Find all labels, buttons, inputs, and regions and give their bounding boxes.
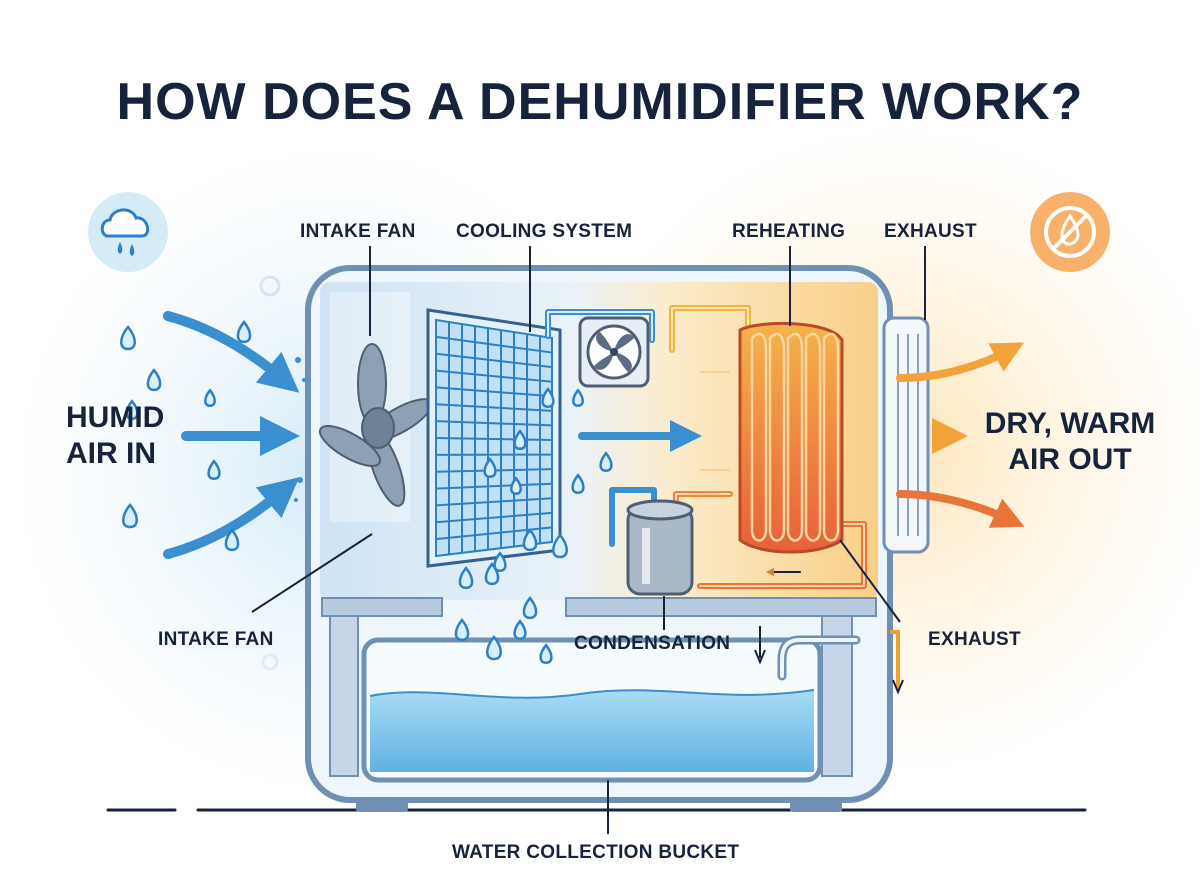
label-reheating: REHEATING (732, 221, 846, 242)
label-cooling-system: COOLING SYSTEM (456, 221, 633, 242)
airflow-arrows (163, 311, 1025, 559)
page-title: HOW DOES A DEHUMIDIFIER WORK? (116, 73, 1084, 131)
water-drop (493, 551, 507, 573)
water-drop (486, 635, 502, 661)
water-drop (572, 388, 584, 407)
label-water-collection-bucket: WATER COLLECTION BUCKET (452, 842, 740, 863)
water-drop (522, 596, 538, 620)
water-drop (541, 387, 555, 409)
water-drop (513, 619, 527, 641)
label-condensation: CONDENSATION (574, 633, 731, 654)
water-drop (120, 325, 136, 351)
label-exhaust-top: EXHAUST (884, 221, 977, 242)
leader-lines (251, 246, 926, 834)
humid-air-in-line1: HUMID (66, 401, 165, 434)
water-drop (122, 503, 138, 529)
water-drop (552, 533, 568, 559)
reheating-coil (738, 322, 844, 554)
water-drop (236, 320, 252, 344)
label-intake-fan-bottom: INTAKE FAN (158, 629, 274, 650)
cooling-coil (426, 308, 562, 568)
cloud-rain-icon (88, 192, 168, 272)
water-droplets (120, 320, 613, 665)
water-drop (458, 566, 474, 590)
compressor-fan (578, 316, 650, 388)
water-drop (522, 528, 538, 552)
label-intake-fan-top: INTAKE FAN (300, 221, 416, 242)
water-collection-bucket (361, 635, 861, 783)
water-drop (146, 368, 162, 392)
water-drop (510, 476, 522, 495)
water-drop (224, 528, 240, 552)
dry-air-out-label: DRY, WARM AIR OUT (980, 406, 1160, 478)
water-drop (207, 459, 221, 481)
label-exhaust-bottom: EXHAUST (928, 629, 1021, 650)
water-drop (571, 473, 585, 495)
water-drop (539, 643, 553, 665)
no-water-drop-icon (1030, 192, 1110, 272)
water-drop (454, 618, 470, 642)
water-drop (513, 429, 527, 451)
dry-air-out-line2: AIR OUT (1008, 443, 1132, 476)
dry-air-out-line1: DRY, WARM (984, 407, 1156, 440)
moisture-dots (259, 275, 306, 671)
humid-air-in-label: HUMID AIR IN (66, 400, 164, 472)
humid-air-in-line2: AIR IN (66, 437, 156, 470)
water-drop (484, 562, 500, 586)
compressor (626, 499, 694, 596)
water-drop (204, 388, 216, 407)
water-drop (483, 457, 497, 479)
water-drop (125, 399, 139, 421)
heat-waves (700, 371, 878, 491)
water-drop (599, 451, 613, 473)
